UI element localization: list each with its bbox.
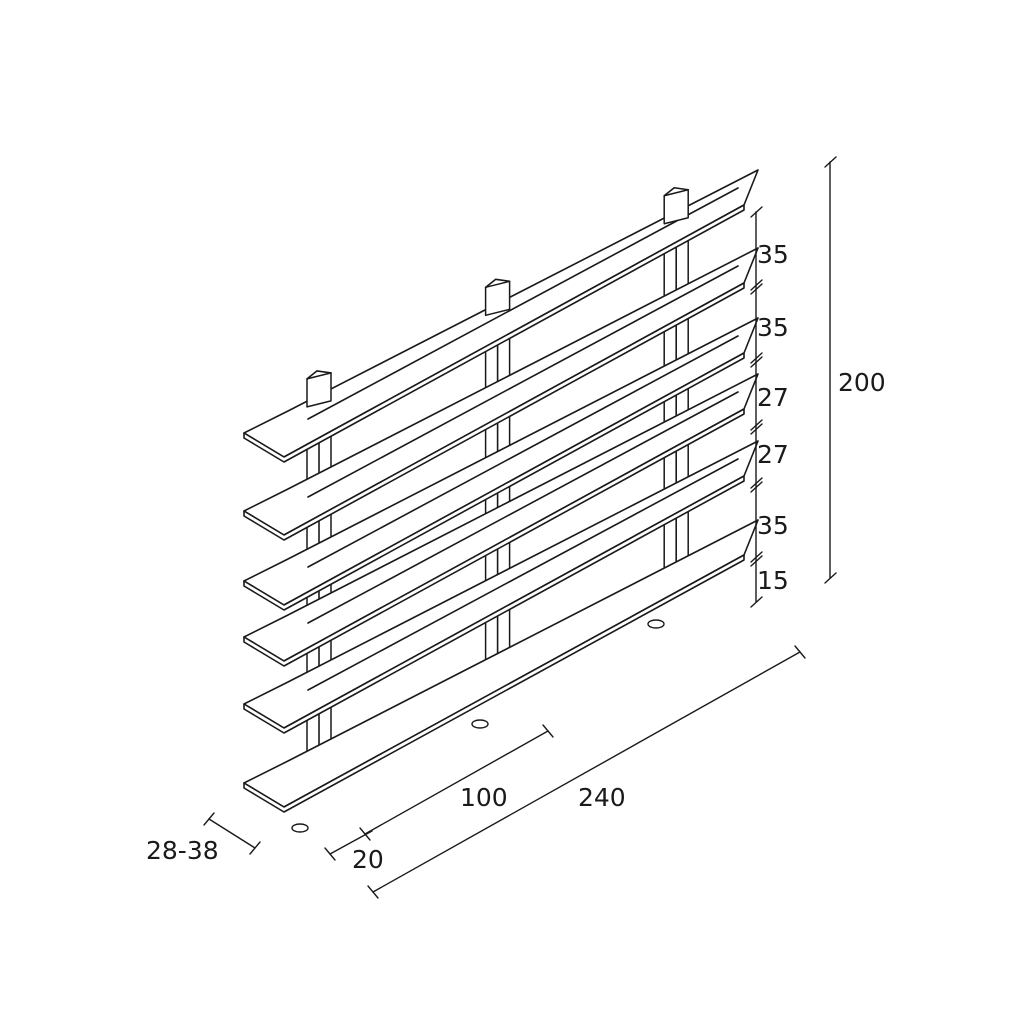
shelf-back-rail bbox=[307, 458, 739, 691]
dimension-ticks bbox=[750, 206, 763, 608]
spacing-label-4: 27 bbox=[757, 440, 789, 469]
foot bbox=[647, 619, 665, 629]
depth-dimension-line bbox=[208, 818, 256, 849]
module-dimension-line bbox=[364, 730, 549, 835]
overall-width-label: 240 bbox=[578, 783, 626, 812]
width-dimension-line bbox=[372, 651, 801, 893]
bracket-flap bbox=[306, 370, 332, 380]
spacing-label-5: 35 bbox=[757, 511, 789, 540]
shelf-back-rail bbox=[307, 265, 739, 498]
top-bracket bbox=[484, 280, 511, 317]
depth-dimension: 28-38 bbox=[146, 812, 261, 865]
shelf-edge-5 bbox=[243, 282, 745, 541]
offset-dimension: 20 bbox=[324, 830, 384, 874]
shelf-back-rail bbox=[307, 391, 739, 624]
top-bracket bbox=[306, 372, 332, 408]
top-bracket bbox=[663, 188, 689, 225]
bracket-flap bbox=[663, 186, 690, 197]
spacing-label-1: 35 bbox=[757, 240, 789, 269]
shelf-edge-4 bbox=[243, 352, 745, 611]
shelf-edge-1 bbox=[243, 554, 745, 813]
shelf-back-rail bbox=[307, 335, 739, 568]
overall-height-dimension: 200 bbox=[824, 156, 886, 584]
spacing-label-2: 35 bbox=[757, 313, 789, 342]
offset-dimension-line bbox=[329, 830, 373, 855]
shelf-edge-3 bbox=[243, 408, 745, 667]
shelving-unit bbox=[243, 169, 759, 833]
bracket-flap bbox=[484, 278, 511, 289]
foot bbox=[471, 719, 489, 729]
offset-label: 20 bbox=[352, 845, 384, 874]
shelf-edge-6 bbox=[243, 204, 745, 463]
shelf-edge-2 bbox=[243, 475, 745, 734]
spacing-label-6: 15 bbox=[757, 566, 789, 595]
vertical-dimension-chain: 35 35 27 27 35 15 bbox=[750, 206, 789, 608]
depth-label: 28-38 bbox=[146, 836, 219, 865]
overall-height-label: 200 bbox=[838, 368, 886, 397]
shelf-back-rail bbox=[307, 187, 739, 420]
module-width-label: 100 bbox=[460, 783, 508, 812]
foot bbox=[291, 823, 309, 833]
module-width-dimension: 100 bbox=[359, 724, 554, 841]
spacing-label-3: 27 bbox=[757, 383, 789, 412]
overall-width-dimension: 240 bbox=[367, 645, 806, 899]
